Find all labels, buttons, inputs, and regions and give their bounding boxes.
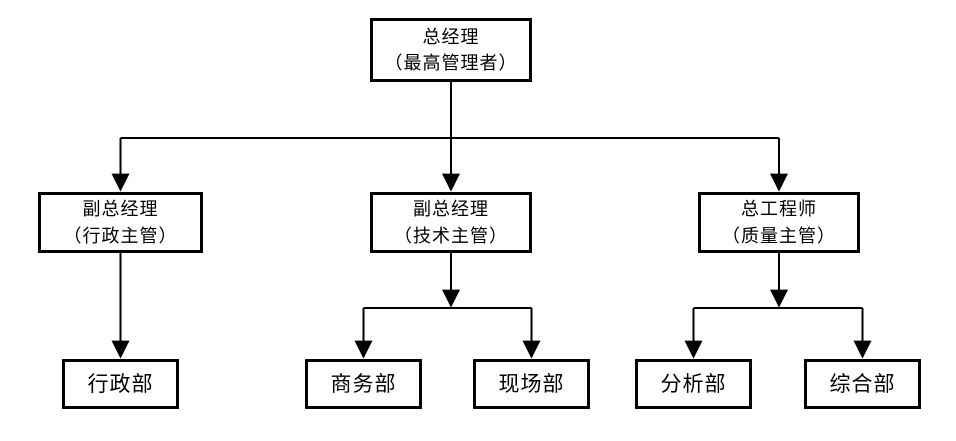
node-vp-tech: 副总经理 （技术主管） bbox=[370, 192, 532, 253]
node-chief-engineer-title: 总工程师 bbox=[741, 199, 817, 220]
node-business-dept-title: 商务部 bbox=[330, 371, 397, 396]
node-chief-engineer: 总工程师 （质量主管） bbox=[698, 192, 860, 253]
node-general-manager-title: 总经理 bbox=[422, 26, 480, 47]
node-vp-admin: 副总经理 （行政主管） bbox=[38, 192, 203, 253]
node-business-dept: 商务部 bbox=[305, 359, 422, 409]
node-chief-engineer-subtitle: （质量主管） bbox=[722, 225, 836, 246]
node-vp-tech-subtitle: （技术主管） bbox=[394, 225, 508, 246]
node-site-dept-title: 现场部 bbox=[498, 371, 565, 396]
node-vp-tech-title: 副总经理 bbox=[413, 199, 489, 220]
node-admin-dept-title: 行政部 bbox=[87, 371, 154, 396]
node-general-manager-subtitle: （最高管理者） bbox=[384, 53, 518, 73]
node-general-manager: 总经理 （最高管理者） bbox=[370, 18, 532, 82]
node-analysis-dept-title: 分析部 bbox=[660, 371, 727, 396]
node-general-affairs-dept: 综合部 bbox=[804, 359, 921, 409]
node-analysis-dept: 分析部 bbox=[635, 359, 752, 409]
node-vp-admin-subtitle: （行政主管） bbox=[63, 225, 178, 246]
node-vp-admin-title: 副总经理 bbox=[82, 199, 159, 220]
node-general-affairs-dept-title: 综合部 bbox=[829, 371, 896, 396]
node-site-dept: 现场部 bbox=[473, 359, 590, 409]
node-admin-dept: 行政部 bbox=[62, 359, 179, 409]
